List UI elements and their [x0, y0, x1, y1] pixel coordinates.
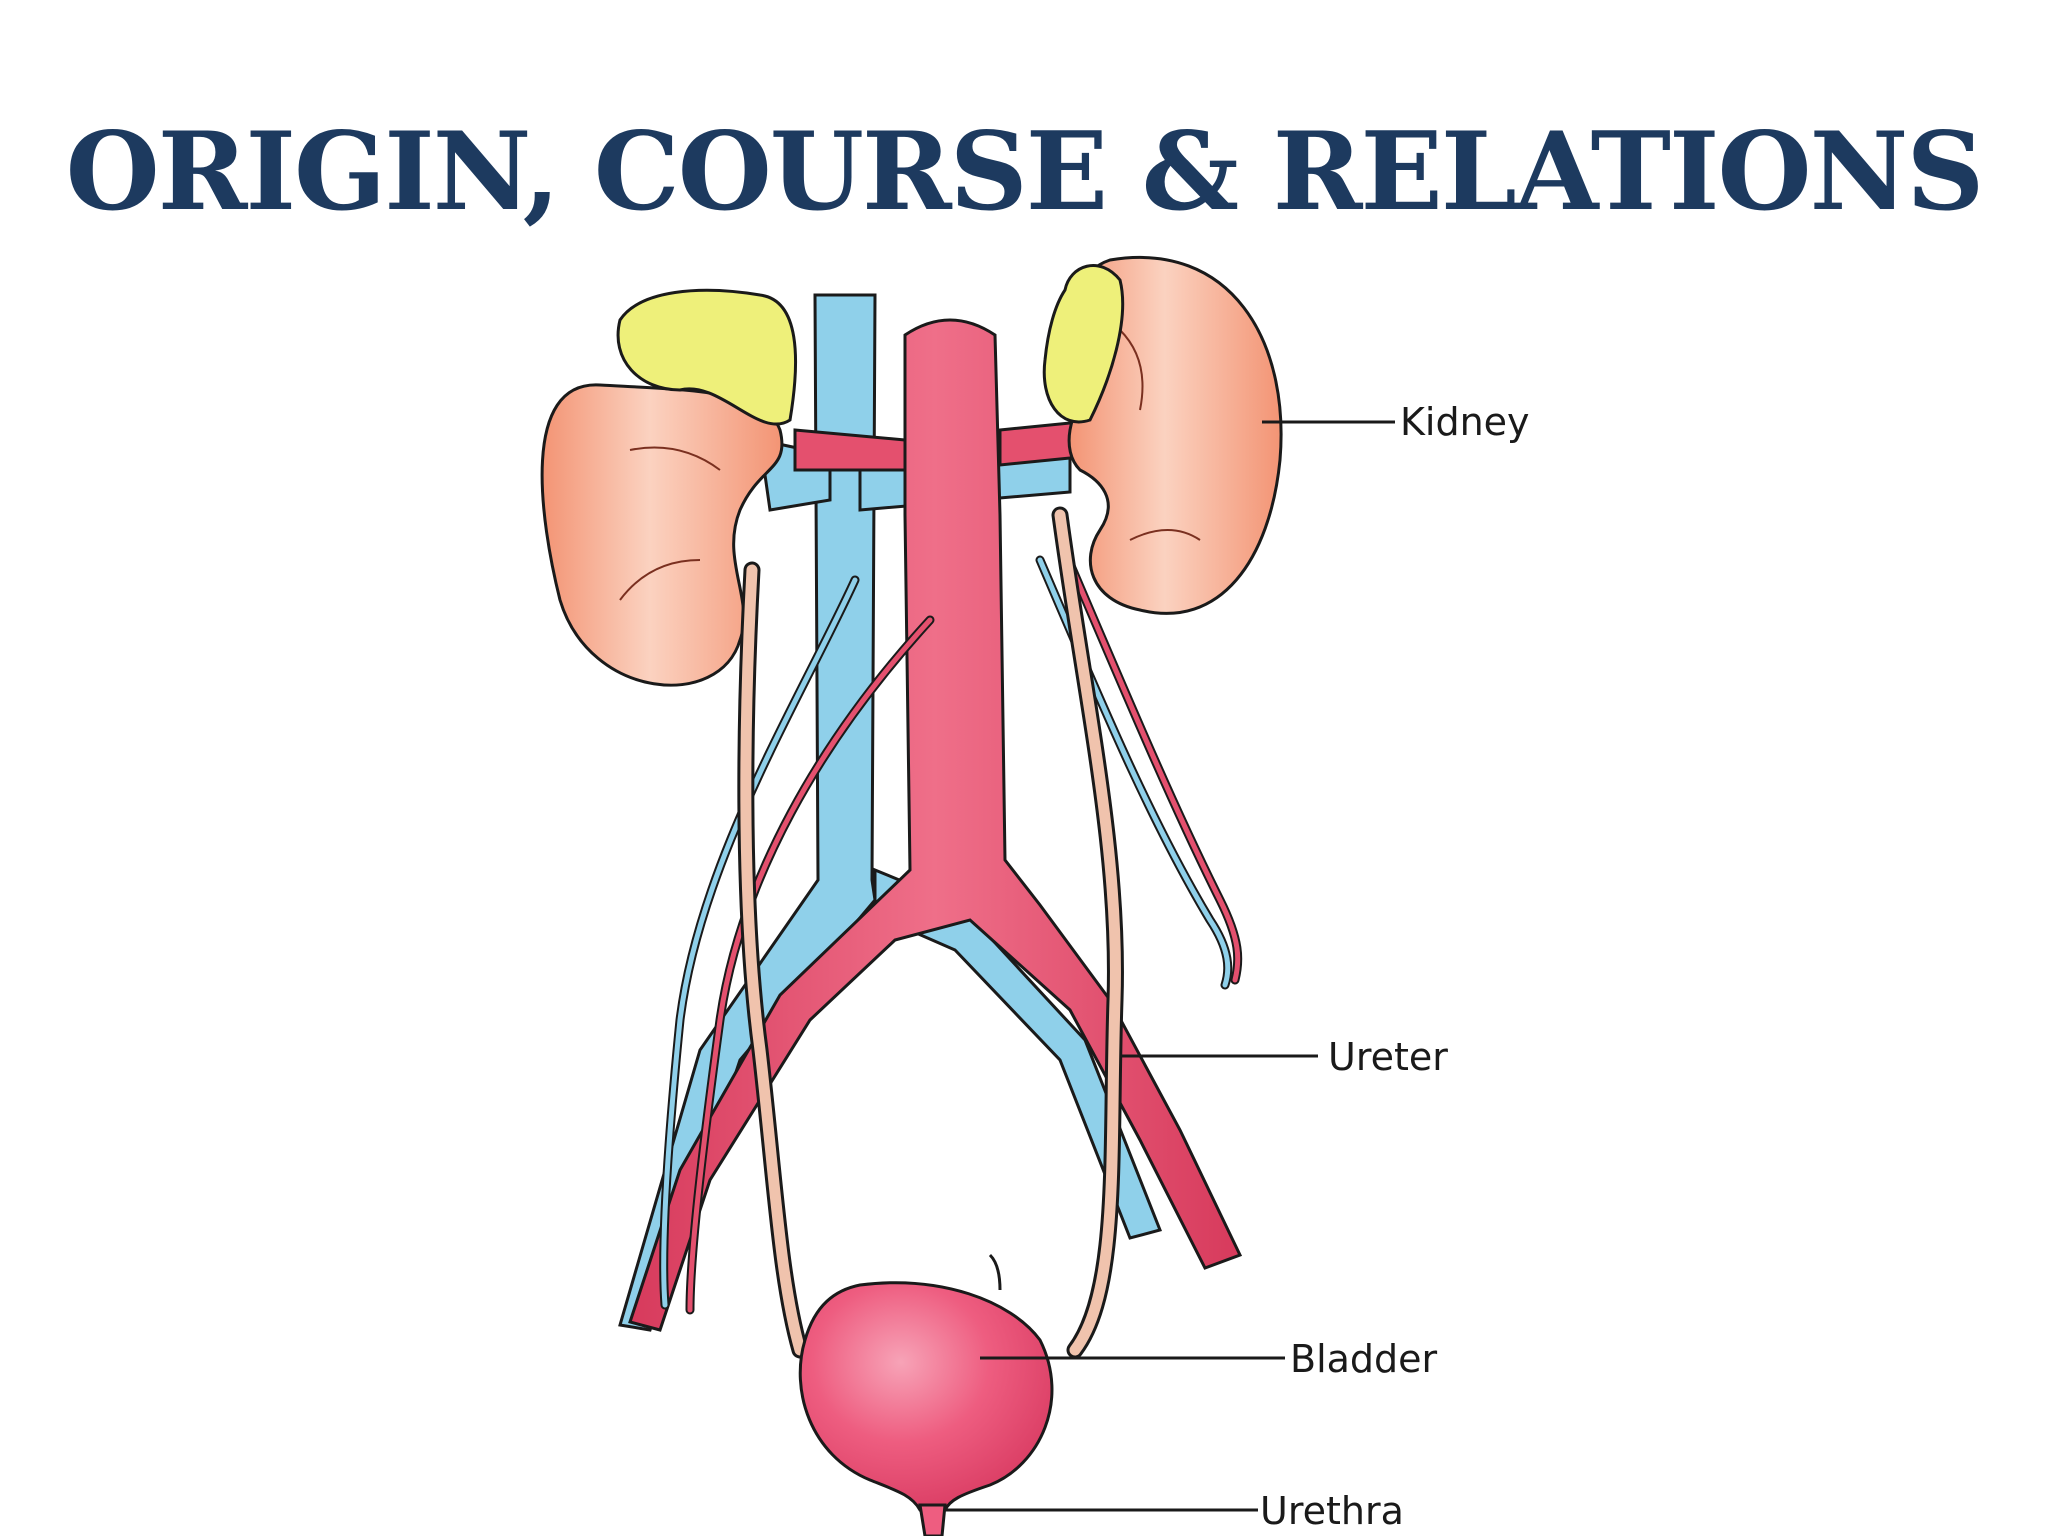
kidney-label: Kidney: [1400, 400, 1530, 444]
right-adrenal-gland: [1042, 264, 1125, 424]
slide-title: ORIGIN, COURSE & RELATIONS: [65, 109, 1985, 235]
left-adrenal-gland: [616, 288, 798, 426]
urethra: [918, 1503, 947, 1536]
bladder-label: Bladder: [1290, 1337, 1438, 1381]
ureter-label: Ureter: [1328, 1035, 1448, 1079]
label-leader-lines: [945, 420, 1395, 1512]
ureters: [737, 506, 1124, 1359]
right-kidney: [1067, 256, 1283, 615]
bladder: [798, 1253, 1054, 1512]
urethra-label: Urethra: [1260, 1489, 1404, 1533]
